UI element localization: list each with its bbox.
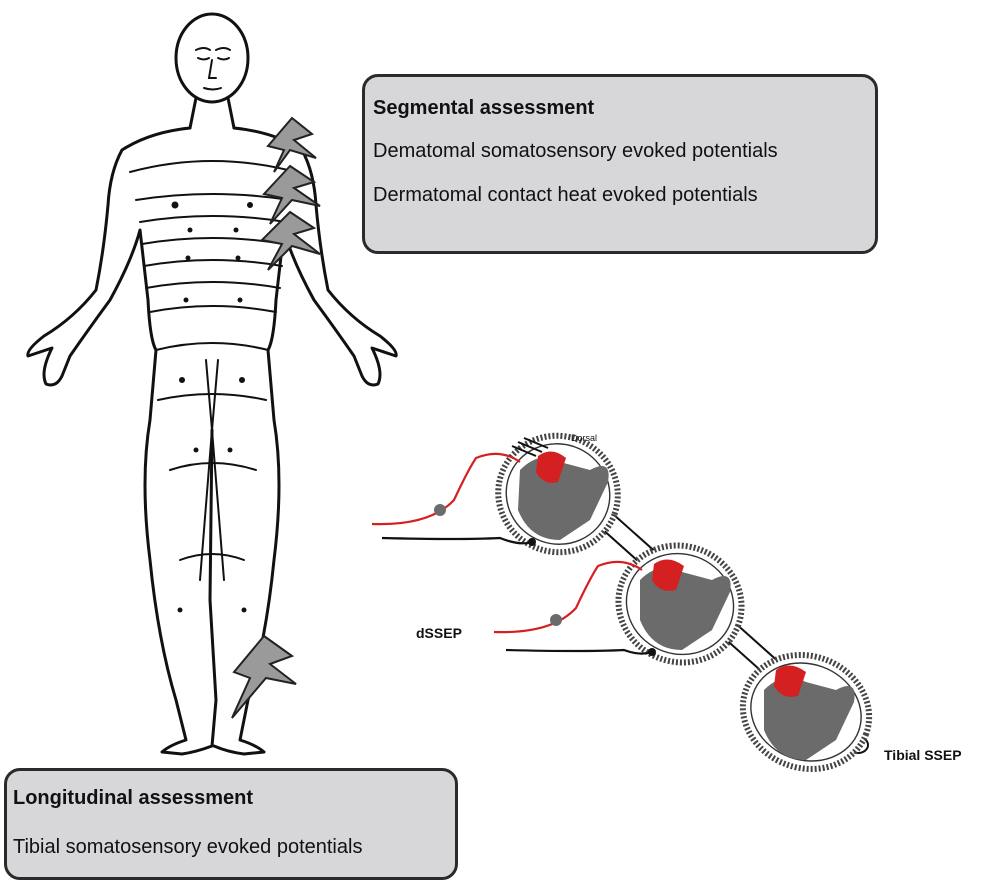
dorsal-label: Dorsal <box>571 433 597 443</box>
eyebrows <box>196 48 230 50</box>
spinal-cord-diagram <box>372 419 885 787</box>
body-left-outline <box>28 128 216 754</box>
segmental-assessment-box: Segmental assessment Dematomal somatosen… <box>362 74 878 254</box>
longitudinal-assessment-box: Longitudinal assessment Tibial somatosen… <box>4 768 458 880</box>
segmental-line-1: Dematomal somatosensory evoked potential… <box>373 140 875 163</box>
mouth <box>204 88 221 90</box>
chest-lightning-bolts <box>262 118 320 270</box>
tibial-ssep-label: Tibial SSEP <box>884 747 962 763</box>
spinal-cord-segment <box>482 419 634 569</box>
human-body-dermatome-map <box>28 14 396 754</box>
segmental-title: Segmental assessment <box>373 97 875 120</box>
longitudinal-line-1: Tibial somatosensory evoked potentials <box>13 836 455 859</box>
spinal-cord-segment <box>727 637 886 786</box>
eyes <box>198 58 229 60</box>
ankle-lightning-bolt-icon <box>232 636 296 718</box>
nose <box>209 60 216 78</box>
longitudinal-title: Longitudinal assessment <box>13 787 455 810</box>
segmental-line-2: Dermatomal contact heat evoked potential… <box>373 184 875 207</box>
dssep-label: dSSEP <box>416 625 462 641</box>
dermatome-dots <box>172 202 254 613</box>
